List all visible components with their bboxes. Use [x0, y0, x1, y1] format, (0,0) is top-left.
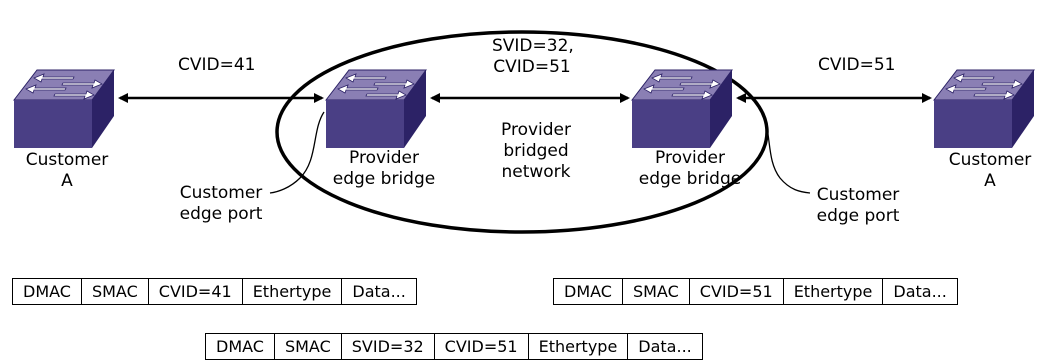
cvid-left-label: CVID=41: [178, 55, 256, 75]
customer-a-right-label: Customer A: [945, 150, 1035, 192]
provider-word: Provider: [655, 148, 725, 168]
svid-cvid-center-label: SVID=32, CVID=51: [492, 36, 574, 78]
customer-a-left-label: Customer A: [22, 150, 112, 192]
frame-field-ethertype: Ethertype: [243, 279, 343, 304]
edge-bridge-word: edge bridge: [638, 169, 742, 189]
customer-a-right-switch: [933, 69, 1035, 149]
provider-bridged-network-label: Provider bridged network: [486, 120, 586, 183]
customer-word: Customer: [816, 185, 900, 205]
bridged-word: bridged: [503, 141, 569, 161]
frame-field-data: Data...: [893, 282, 947, 301]
edge-port-word: edge port: [816, 206, 900, 226]
svid-line: SVID=32,: [492, 36, 574, 56]
customer-edge-port-left-leader: [269, 111, 325, 194]
frame-field-data: Data...: [638, 337, 692, 356]
customer-edge-port-right-label: Customer edge port: [812, 185, 904, 227]
customer-letter: A: [61, 171, 73, 191]
provider-word: Provider: [501, 120, 571, 140]
customer-word: Customer: [948, 150, 1032, 170]
frame-field-dmac: DMAC: [206, 334, 275, 359]
frame-field-svid: SVID=32: [342, 334, 435, 359]
frame-field-smac: SMAC: [623, 279, 690, 304]
frame-field-data: Data...: [352, 282, 406, 301]
edge-port-word: edge port: [179, 204, 263, 224]
frame-field-smac: SMAC: [82, 279, 149, 304]
frame-format-left: DMAC SMAC CVID=41 Ethertype Data...: [12, 278, 417, 305]
customer-a-left-switch: [13, 69, 115, 149]
frame-field-dmac: DMAC: [554, 279, 623, 304]
network-word: network: [501, 162, 571, 182]
customer-word: Customer: [25, 150, 109, 170]
frame-field-cvid: CVID=41: [149, 279, 243, 304]
provider-word: Provider: [349, 148, 419, 168]
frame-field-cvid: CVID=51: [435, 334, 529, 359]
provider-edge-bridge-left-switch: [325, 69, 427, 149]
customer-letter: A: [984, 171, 996, 191]
provider-edge-bridge-right-switch: [631, 69, 733, 149]
frame-field-ethertype: Ethertype: [784, 279, 884, 304]
edge-bridge-word: edge bridge: [332, 169, 436, 189]
customer-word: Customer: [179, 183, 263, 203]
frame-format-bottom: DMAC SMAC SVID=32 CVID=51 Ethertype Data…: [205, 333, 703, 360]
cvid-line: CVID=51: [493, 57, 571, 77]
provider-edge-bridge-left-label: Provider edge bridge: [326, 148, 442, 190]
frame-field-cvid: CVID=51: [690, 279, 784, 304]
frame-format-right: DMAC SMAC CVID=51 Ethertype Data...: [553, 278, 958, 305]
customer-edge-port-left-label: Customer edge port: [175, 183, 267, 225]
customer-edge-port-right-leader: [761, 111, 811, 194]
frame-field-dmac: DMAC: [13, 279, 82, 304]
frame-field-smac: SMAC: [275, 334, 342, 359]
cvid-right-label: CVID=51: [818, 55, 896, 75]
provider-edge-bridge-right-label: Provider edge bridge: [632, 148, 748, 190]
frame-field-ethertype: Ethertype: [529, 334, 629, 359]
